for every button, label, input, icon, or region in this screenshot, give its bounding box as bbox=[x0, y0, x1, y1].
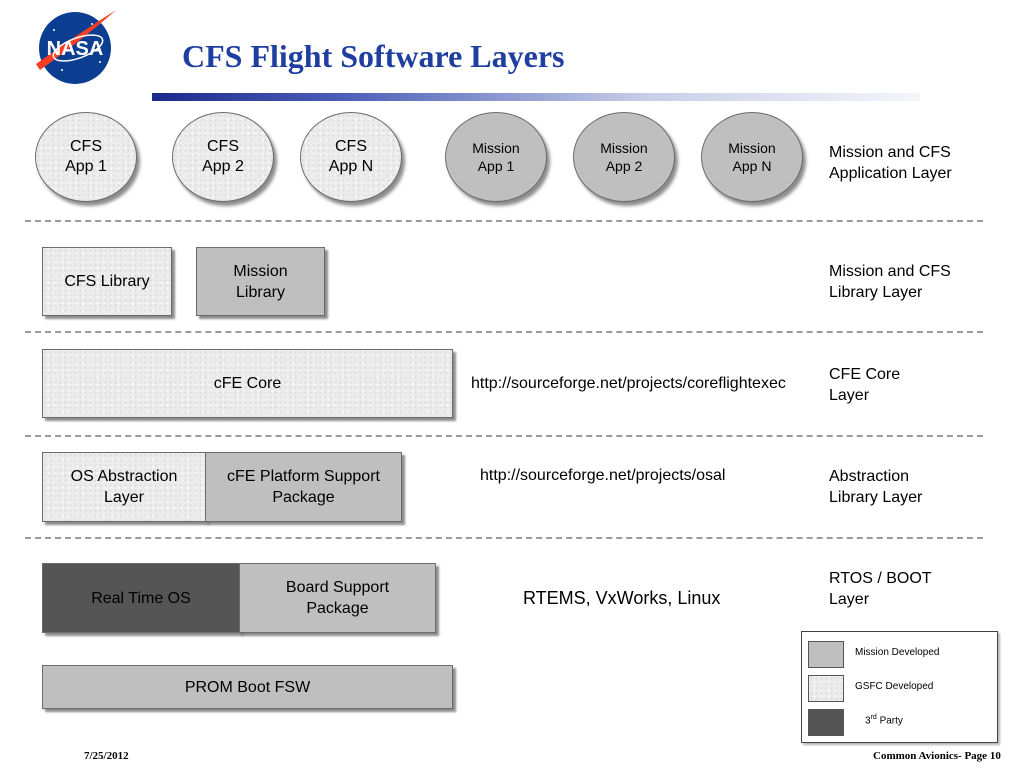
box-os-abstraction-layer: OS Abstraction Layer bbox=[42, 452, 206, 522]
layer-separator bbox=[25, 331, 983, 333]
legend-label-mission: Mission Developed bbox=[855, 647, 940, 658]
page-title: CFS Flight Software Layers bbox=[182, 38, 565, 74]
box-real-time-os: Real Time OS bbox=[42, 563, 240, 633]
layer-separator bbox=[25, 220, 983, 222]
box-cfe-core: cFE Core bbox=[42, 349, 453, 418]
legend-label-third-party: 3rd Party bbox=[865, 714, 903, 727]
rtos-examples: RTEMS, VxWorks, Linux bbox=[523, 588, 721, 608]
box-cfs-library: CFS Library bbox=[42, 247, 172, 316]
box-mission-library: Mission Library bbox=[196, 247, 325, 316]
box-prom-boot-fsw: PROM Boot FSW bbox=[42, 665, 453, 709]
box-platform-support-package: cFE Platform Support Package bbox=[205, 452, 402, 522]
legend-label-gsfc: GSFC Developed bbox=[855, 681, 934, 692]
legend-swatch-mission bbox=[808, 641, 844, 668]
title-underline-bar bbox=[152, 93, 920, 101]
nasa-logo: NASA bbox=[32, 8, 118, 88]
footer-page: Common Avionics- Page 10 bbox=[873, 750, 1001, 762]
layer-label-abstraction: Abstraction Library Layer bbox=[829, 468, 923, 506]
legend-swatch-gsfc bbox=[808, 675, 844, 702]
layer-label-core: CFE Core Layer bbox=[829, 366, 901, 404]
url-coreflightexec[interactable]: http://sourceforge.net/projects/coreflig… bbox=[471, 375, 786, 392]
layer-label-rtos: RTOS / BOOT Layer bbox=[829, 570, 932, 608]
footer-date: 7/25/2012 bbox=[84, 750, 129, 762]
legend-swatch-third-party bbox=[808, 709, 844, 736]
nasa-meatball-icon: NASA bbox=[36, 10, 116, 84]
layer-separator bbox=[25, 537, 983, 539]
box-board-support-package: Board Support Package bbox=[239, 563, 436, 633]
layer-label-application: Mission and CFS Application Layer bbox=[829, 144, 952, 182]
layer-separator bbox=[25, 435, 983, 437]
legend: Mission Developed GSFC Developed 3rd Par… bbox=[801, 631, 998, 743]
layer-label-library: Mission and CFS Library Layer bbox=[829, 263, 951, 301]
nasa-logo-text: NASA bbox=[47, 38, 104, 60]
url-osal[interactable]: http://sourceforge.net/projects/osal bbox=[480, 467, 726, 484]
